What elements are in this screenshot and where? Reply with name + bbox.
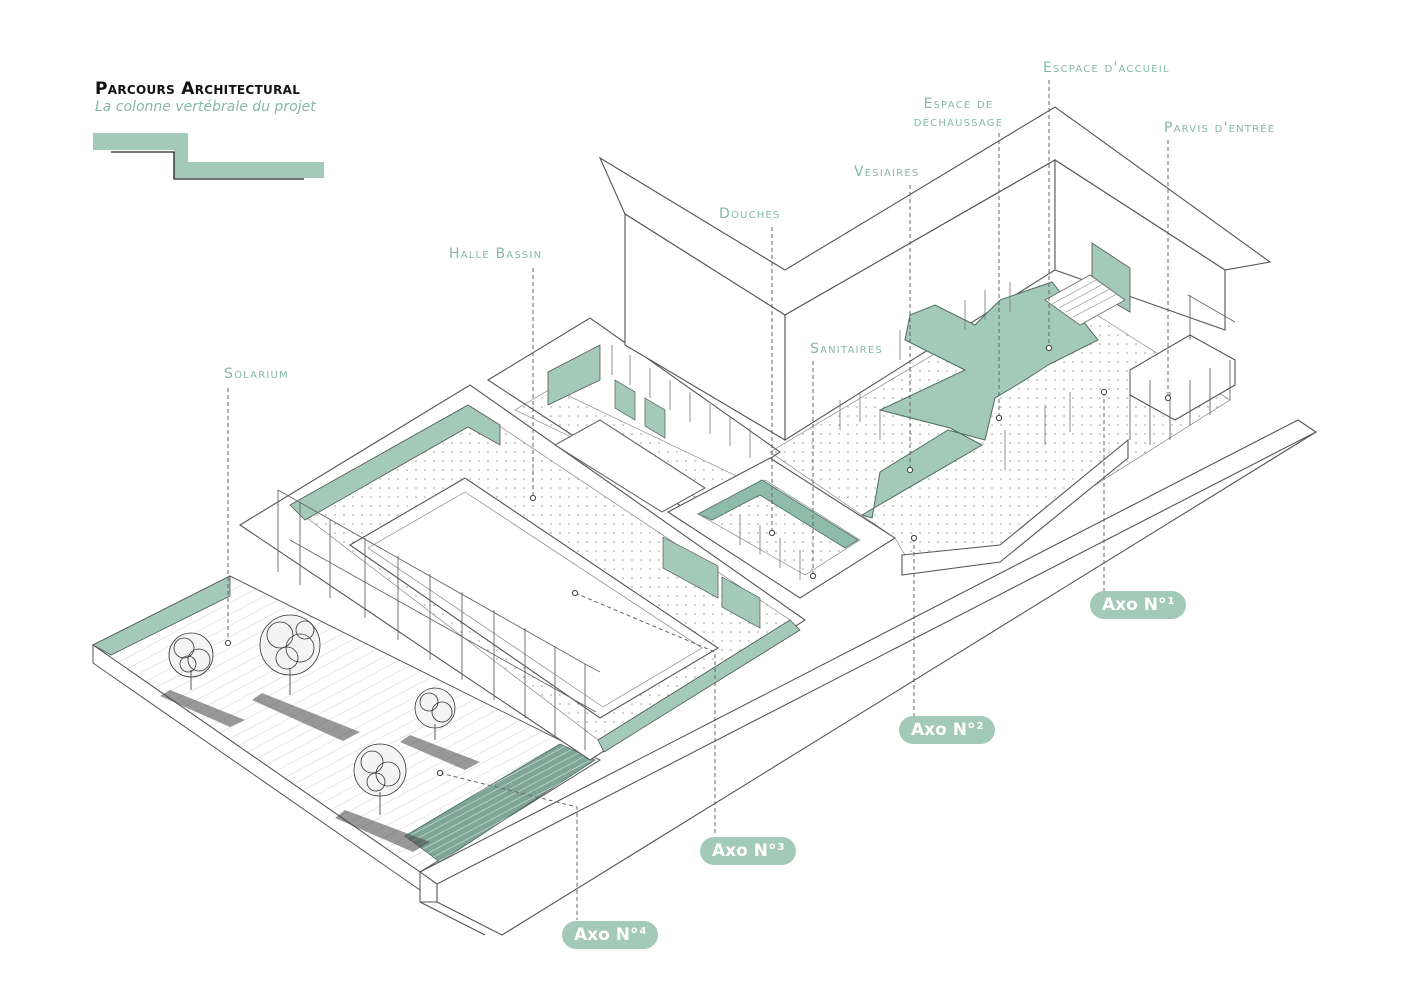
leader-dots: [224, 344, 1172, 777]
axo-badge-1-label: Axo N°: [1102, 595, 1167, 615]
axo-badge-3: Axo N°3: [700, 837, 797, 865]
axo-badge-2-number: 2: [976, 721, 984, 732]
solarium-deck: [92, 575, 602, 891]
label-espace-accueil: Escpace d'accueil: [1043, 60, 1170, 76]
showers-block: [666, 457, 897, 599]
label-sanitaires: Sanitaires: [810, 341, 883, 357]
tree-icon: [400, 687, 480, 770]
label-vesiaires: Vesiaires: [854, 164, 920, 180]
base-slab: [418, 419, 1318, 936]
tree-icons: [160, 614, 480, 852]
legend-path-graphic: [93, 133, 324, 180]
leader-axo3: [574, 592, 716, 836]
axo-badge-1-number: 1: [1167, 596, 1175, 607]
label-espace-dechaussage-line2: déchaussage: [913, 114, 1004, 130]
axo-badge-2-label: Axo N°: [911, 720, 976, 740]
tree-icon: [160, 632, 245, 727]
diagram-title: Parcours Architectural: [95, 79, 301, 99]
leader-lines: [227, 80, 1169, 920]
axo-badge-2: Axo N°2: [899, 716, 996, 744]
label-douches: Douches: [719, 206, 781, 222]
axo-badge-4-label: Axo N°: [574, 925, 639, 945]
tree-icon: [335, 743, 430, 852]
changing-block: [486, 317, 781, 513]
axo-badge-3-label: Axo N°: [712, 841, 777, 861]
axo-badge-1: Axo N°1: [1090, 591, 1187, 619]
axo-badge-4: Axo N°4: [562, 921, 659, 949]
label-espace-dechaussage-line1: Espace de: [923, 96, 994, 112]
leader-axo4: [439, 772, 578, 920]
diagram-subtitle: La colonne vertébrale du projet: [95, 99, 316, 115]
label-solarium: Solarium: [224, 366, 289, 382]
label-parvis: Parvis d'entrée: [1164, 120, 1276, 136]
label-halle-bassin: Halle Bassin: [449, 246, 543, 262]
label-espace-dechaussage: Espace de déchaussage: [910, 95, 1007, 131]
axo-badge-4-number: 4: [639, 926, 647, 937]
axo-badge-3-number: 3: [777, 842, 785, 853]
pool-hall: [238, 384, 806, 761]
tree-icon: [252, 614, 360, 741]
